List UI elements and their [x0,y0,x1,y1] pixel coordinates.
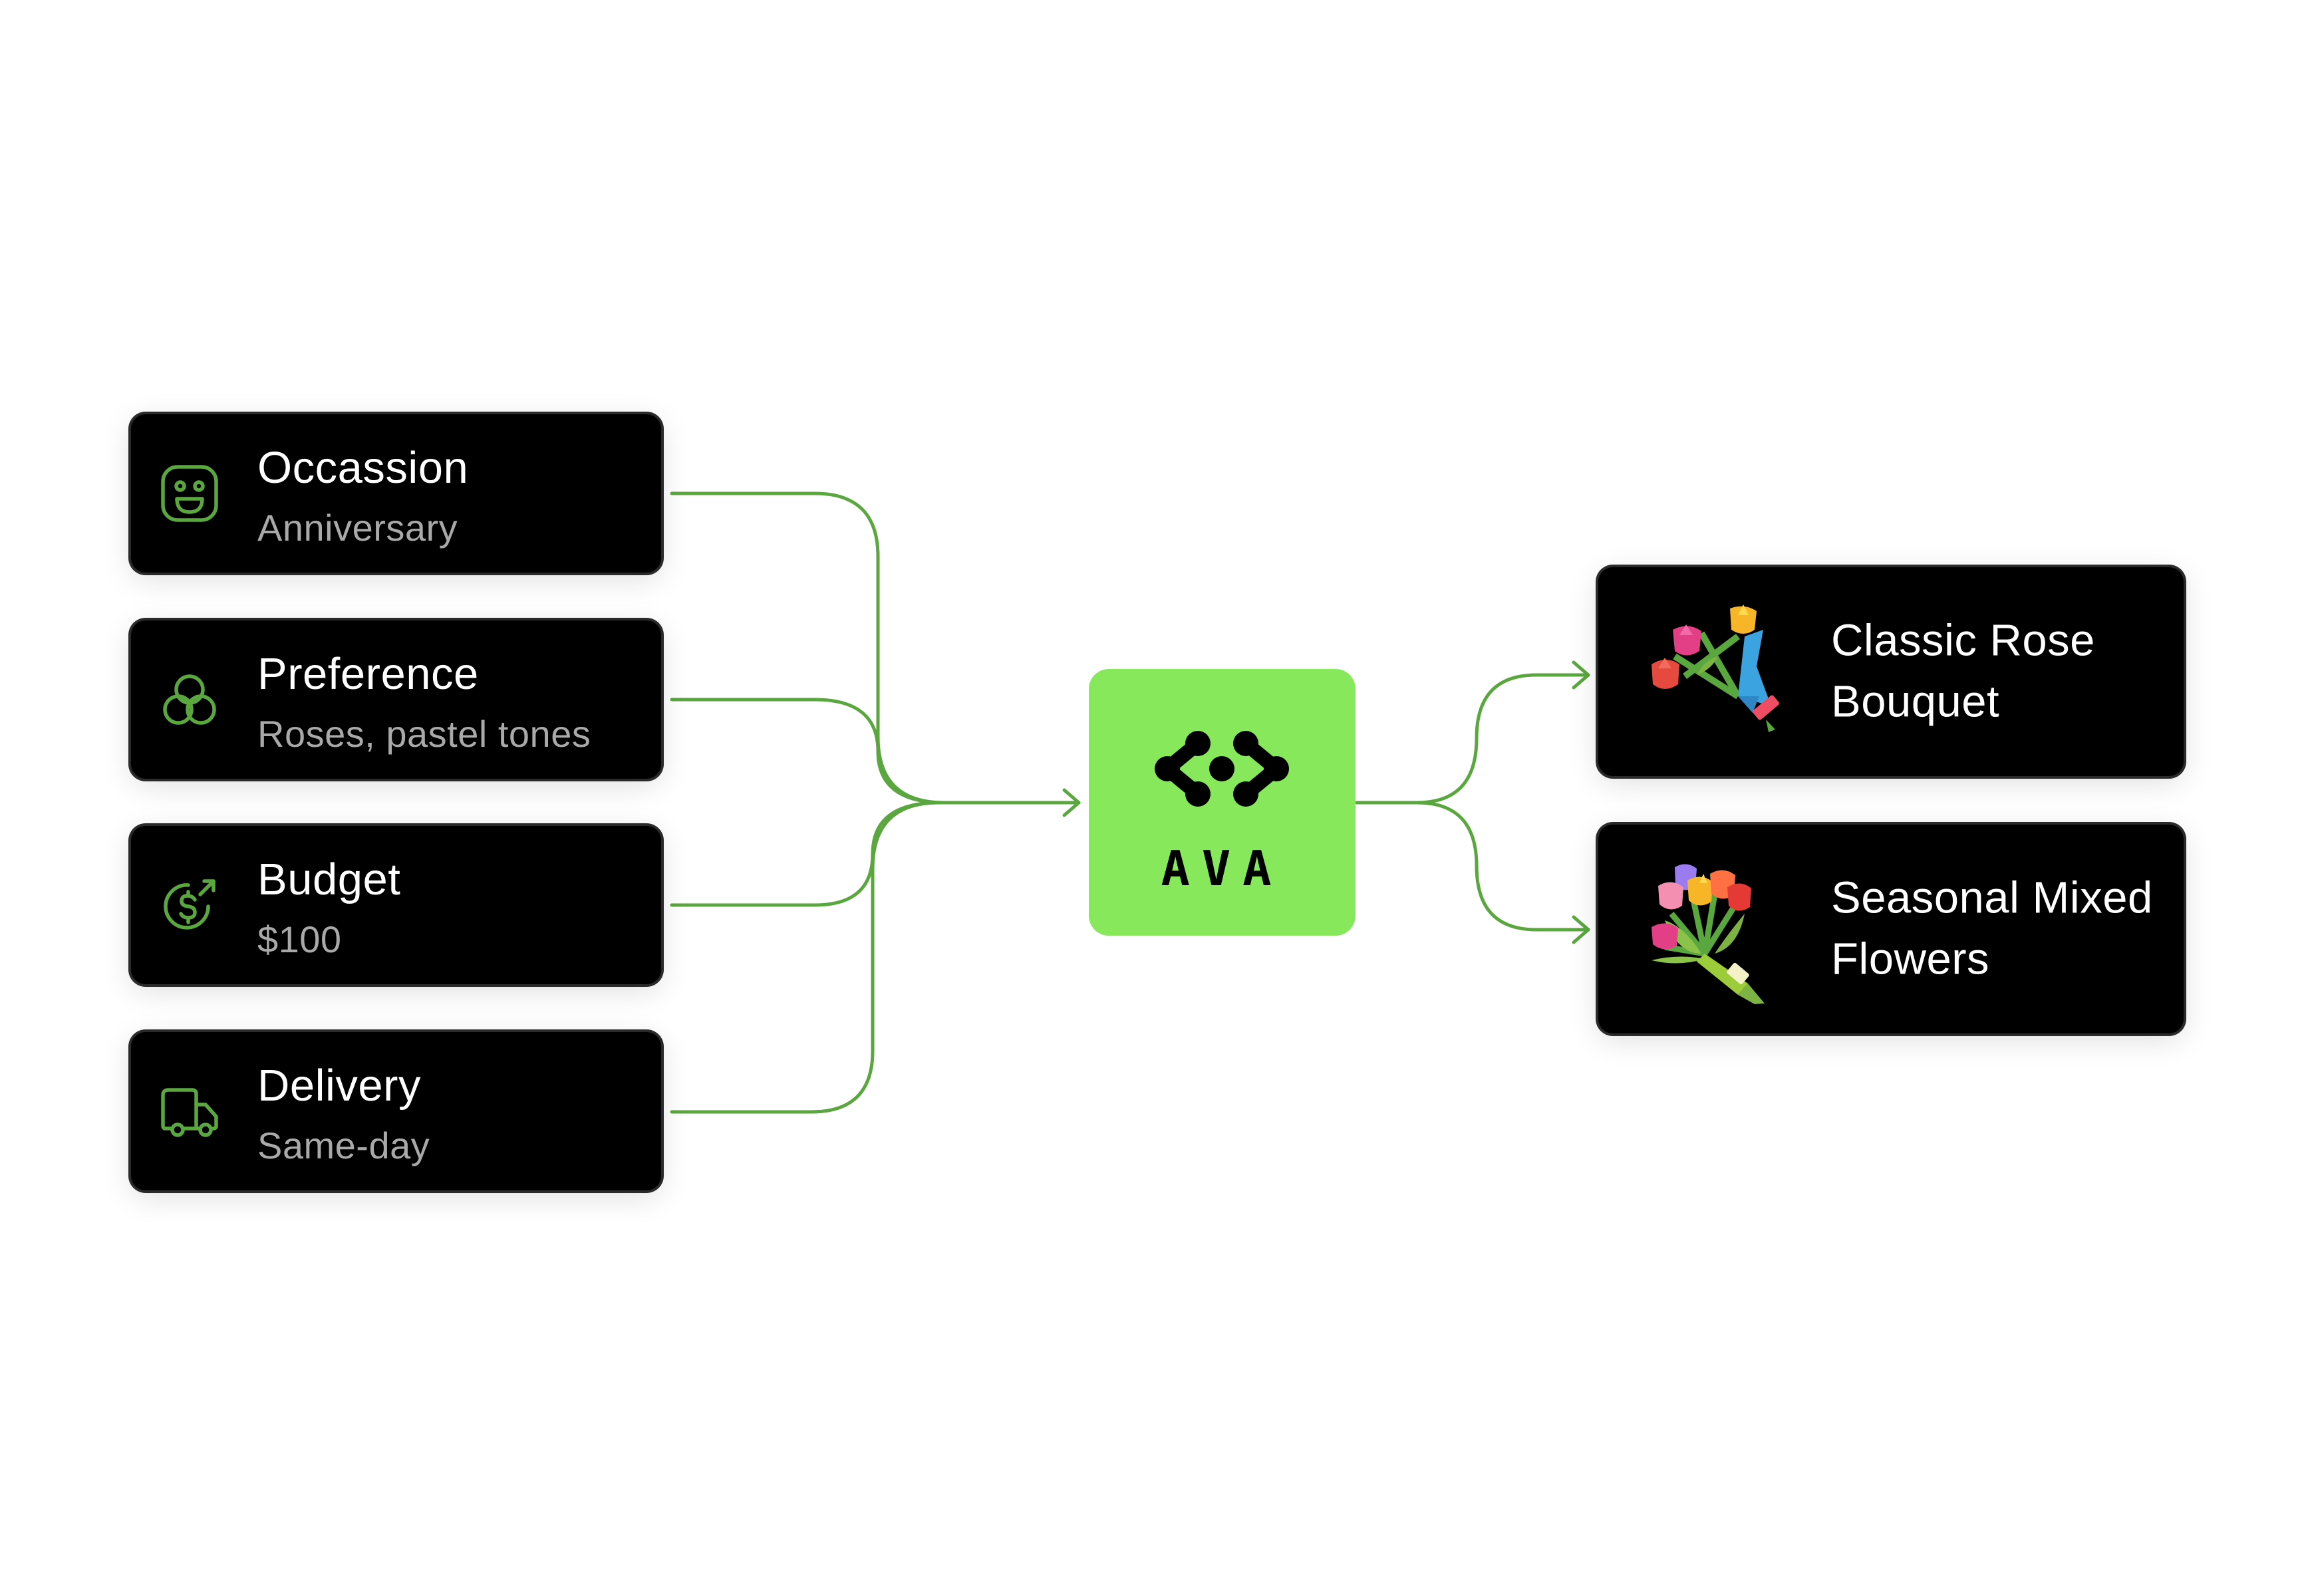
input-value: Same-day [257,1125,430,1166]
output-card-classic-rose-bouquet[interactable]: Classic Rose Bouquet [1598,567,2184,776]
input-value: Roses, pastel tones [257,713,591,755]
ava-logo-icon [1155,731,1289,807]
hub-label: AVA [1161,841,1284,896]
connector-occasion [670,491,1081,805]
connector-preference [670,698,1081,805]
output-title: Classic Rose Bouquet [1831,615,2095,727]
output-card-seasonal-mixed-flowers[interactable]: Seasonal Mixed Flowers [1598,825,2184,1033]
rose-bouquet-icon [1652,604,1779,732]
delivery-truck-icon [161,1088,218,1137]
arrowhead-classic-rose [1572,660,1590,690]
output-title: Seasonal Mixed Flowers [1831,872,2153,984]
input-value: $100 [257,918,342,960]
input-title: Delivery [257,1061,421,1111]
three-circles-icon [163,674,216,725]
input-card-delivery[interactable]: Delivery Same-day [131,1032,661,1190]
mixed-flowers-bouquet-icon [1652,864,1765,1004]
input-value: Anniversary [257,507,458,549]
arrowhead-hub [1062,788,1081,817]
input-card-budget[interactable]: Budget $100 [131,826,661,984]
connector-to-classic-rose [1355,673,1590,805]
smiley-face-icon [161,465,218,522]
ava-hub[interactable]: AVA [1089,669,1356,936]
input-card-occasion[interactable]: Occassion Anniversary [131,414,661,573]
input-title: Preference [257,649,479,699]
arrowhead-seasonal-mixed [1572,915,1590,944]
input-title: Occassion [257,443,469,493]
input-card-preference[interactable]: Preference Roses, pastel tones [131,620,661,779]
input-title: Budget [257,855,401,904]
connector-delivery [670,801,1081,1114]
connector-to-seasonal-mixed [1355,801,1590,932]
dollar-growth-icon [164,879,216,930]
